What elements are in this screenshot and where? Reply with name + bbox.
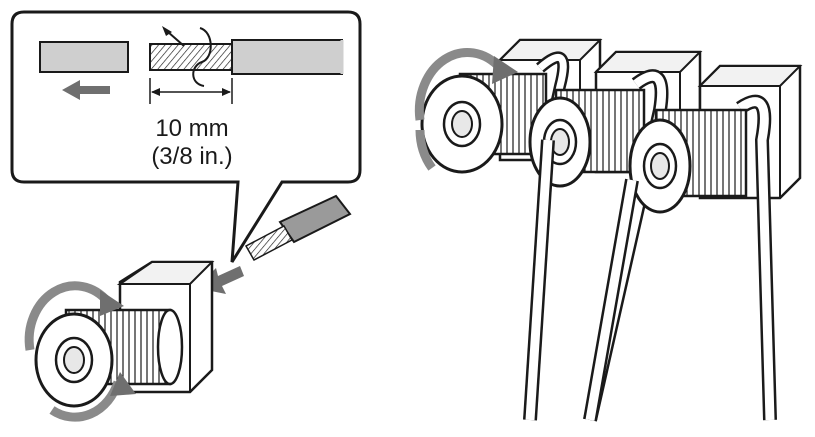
incoming-wire: [244, 194, 352, 262]
wire-with-bare-strands: [149, 39, 344, 75]
terminal-step-2: [528, 50, 703, 422]
dimension-line: [149, 78, 233, 104]
binding-post-knob: [34, 308, 184, 408]
twist-arrow-icon: [162, 26, 212, 87]
rotate-arrow-icon: [414, 48, 504, 121]
stripped-insulation: [39, 41, 129, 73]
pull-arrow-icon: [62, 80, 110, 100]
strip-length-imperial-label: (3/8 in.): [151, 143, 232, 170]
rotate-arrow-icon: [24, 281, 136, 422]
wire-step-2-front: [583, 178, 639, 422]
strip-length-label: 10 mm: [155, 115, 228, 142]
terminal-step-3: [628, 64, 803, 421]
wire-step-1: [523, 139, 555, 421]
